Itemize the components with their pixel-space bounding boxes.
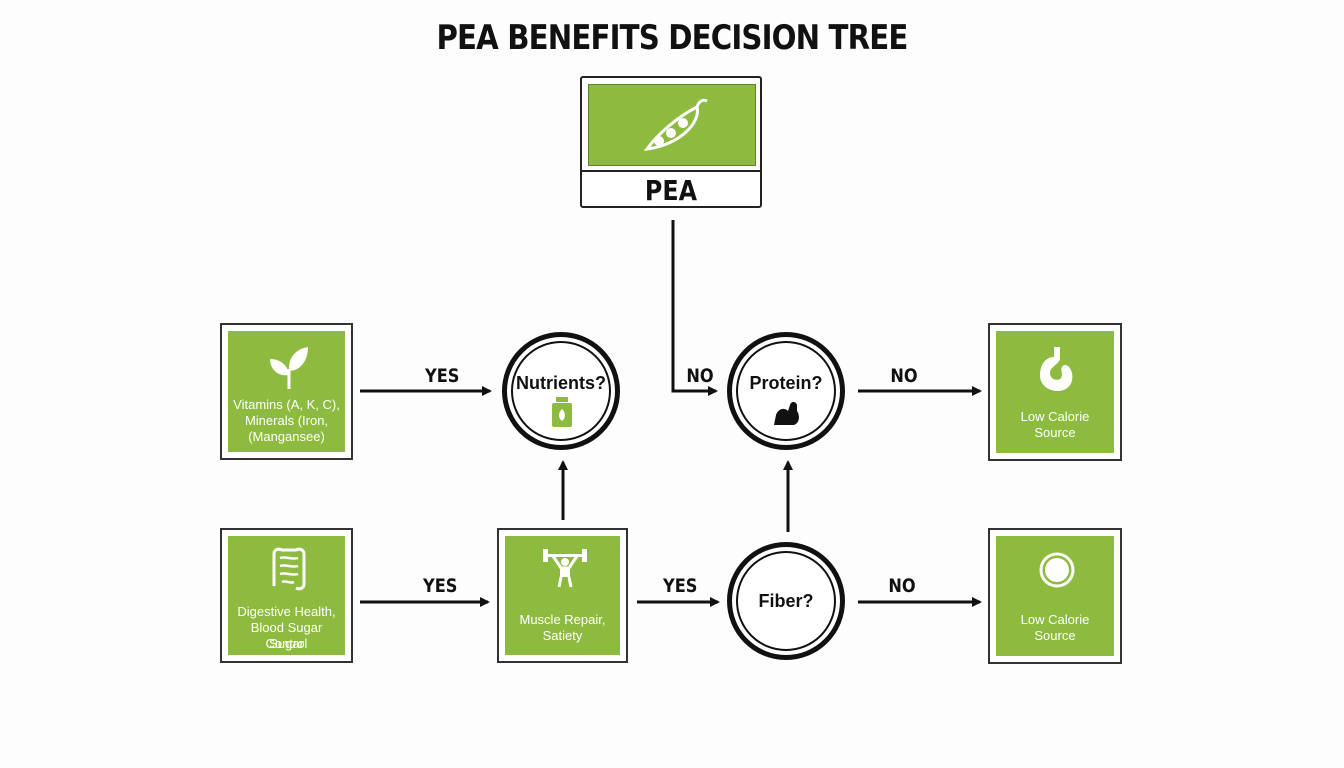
root-node-pea: PEA (580, 76, 762, 208)
root-node-banner (588, 84, 756, 166)
outcome-digestive-fill: Digestive Health, Blood Sugar Sugar Cont… (228, 536, 345, 655)
outcome-muscle-line-1: Muscle Repair, (519, 612, 606, 627)
edge-label-protein-no: NO (890, 365, 918, 387)
outcome-low-calorie-bottom-line-2: Source (1034, 628, 1076, 643)
outcome-muscle-fill: Muscle Repair, Satiety (505, 536, 620, 655)
outcome-node-digestive: Digestive Health, Blood Sugar Sugar Cont… (220, 528, 353, 663)
outcome-node-vitamins: Vitamins (A, K, C), Minerals (Iron, (Man… (220, 323, 353, 460)
edge-label-fiber-no: NO (888, 575, 916, 597)
decision-node-protein: Protein? (727, 332, 845, 450)
supplement-jar-icon (552, 397, 572, 427)
circle-ring-icon (1039, 552, 1075, 588)
outcome-vitamins-line-3: (Mangansee) (248, 429, 325, 444)
edge-label-muscle-yes: YES (663, 575, 698, 597)
outcome-digestive-line-2: Blood Sugar Sugar (250, 620, 323, 651)
decision-label-nutrients: Nutrients? (516, 373, 606, 393)
root-divider (582, 170, 760, 172)
stomach-icon (1040, 347, 1073, 391)
outcome-node-low-calorie-bottom: Low Calorie Source (988, 528, 1122, 664)
decision-node-fiber: Fiber? (727, 542, 845, 660)
root-node-label: PEA (644, 174, 698, 207)
outcome-node-muscle: Muscle Repair, Satiety (497, 528, 628, 663)
outcome-digestive-line-1: Digestive Health, (237, 604, 336, 619)
outcome-low-calorie-top-fill: Low Calorie Source (996, 331, 1114, 453)
leaf-sprout-icon (270, 347, 308, 389)
outcome-low-calorie-top-line-1: Low Calorie (1020, 409, 1090, 424)
outcome-low-calorie-bottom-fill: Low Calorie Source (996, 536, 1114, 656)
outcome-low-calorie-top-line-2: Source (1034, 425, 1076, 440)
flexed-arm-icon (774, 402, 799, 425)
outcome-digestive-line-3: Control (265, 636, 308, 651)
intestine-icon (272, 547, 306, 591)
weightlifter-icon (543, 549, 587, 588)
outcome-vitamins-line-1: Vitamins (A, K, C), (233, 397, 340, 412)
decision-label-fiber: Fiber? (758, 591, 814, 611)
outcome-muscle-line-2: Satiety (542, 628, 583, 643)
edge-label-root-no: NO (686, 365, 714, 387)
edge-label-digestive-yes: YES (423, 575, 458, 597)
diagram-title: PEA BENEFITS DECISION TREE (436, 18, 908, 58)
decision-node-nutrients: Nutrients? (502, 332, 620, 450)
outcome-vitamins-line-2: Minerals (Iron, (244, 413, 329, 428)
outcome-low-calorie-bottom-line-1: Low Calorie (1020, 612, 1090, 627)
edge-label-vitamins-yes: YES (425, 365, 460, 387)
decision-label-protein: Protein? (749, 373, 823, 393)
pea-pod-icon (643, 98, 708, 151)
outcome-vitamins-fill: Vitamins (A, K, C), Minerals (Iron, (Man… (228, 331, 345, 452)
outcome-node-low-calorie-top: Low Calorie Source (988, 323, 1122, 461)
